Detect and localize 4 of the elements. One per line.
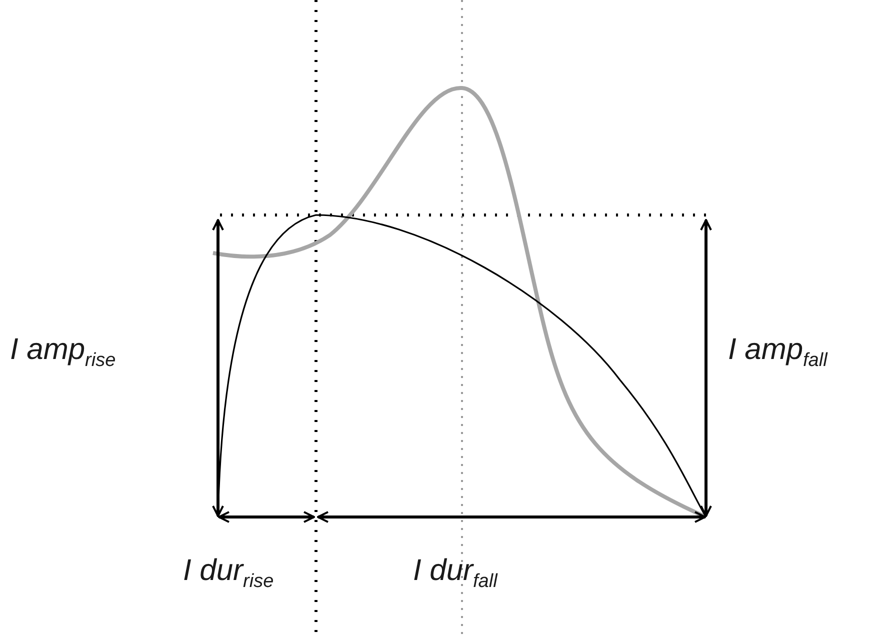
dimension-label: I amp$_{rise}$ (10, 335, 116, 370)
dimension-label: I dur$_{fall}$ (413, 556, 498, 591)
dimension-label: I dur$_{rise}$ (183, 556, 274, 591)
dimension-label: I amp$_{fall}$ (728, 335, 828, 370)
